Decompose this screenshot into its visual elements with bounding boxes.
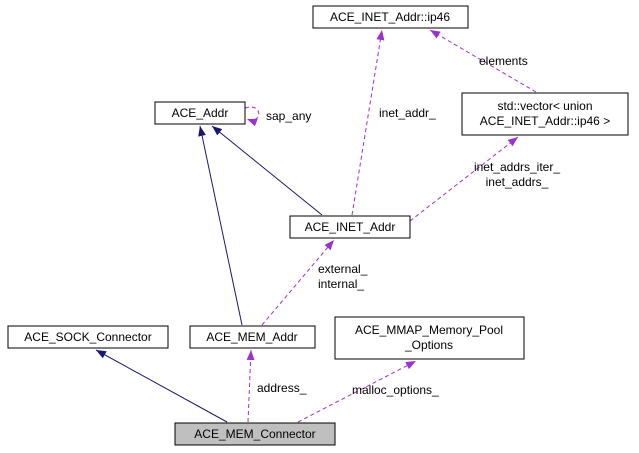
edge-label-external: external_ [318,262,368,276]
edge-label-malloc-options: malloc_options_ [352,383,439,397]
inheritance-edge-ace-mem-connector-to-ace-sock-connector [95,349,228,423]
node-label: ACE_MEM_Connector [194,427,315,441]
edge-label-address: address_ [257,381,307,395]
node-box [461,92,629,136]
node-ace-inet-addr-ip46[interactable]: ACE_INET_Addr::ip46 [312,5,469,29]
node-label: ACE_SOCK_Connector [24,330,151,344]
usage-edge-ace-mem-addr-to-ace-inet-addr [261,239,335,326]
usage-edge-ace-inet-addr-to-ip46 [351,29,385,216]
node-label: ACE_INET_Addr [305,220,396,234]
edge-label-inet-addr: inet_addr_ [379,106,436,120]
edge-label-elements: elements [479,54,528,68]
node-box [7,325,169,349]
node-label-line1: std::vector< union [497,99,592,113]
node-ace-inet-addr[interactable]: ACE_INET_Addr [289,215,411,239]
node-ace-mmap-memory-pool-options[interactable]: ACE_MMAP_Memory_Pool _Options [334,316,525,360]
node-ace-mem-addr[interactable]: ACE_MEM_Addr [189,325,316,349]
node-box [289,215,411,239]
edge-label-inet-addrs: inet_addrs_ [486,175,549,189]
usage-edge-ace-inet-addr-to-std-vector [409,136,519,222]
node-label: ACE_INET_Addr::ip46 [330,10,450,24]
node-box [174,422,336,446]
node-label: ACE_MEM_Addr [206,330,297,344]
edge-label-sap-any: sap_any [266,109,311,123]
inheritance-edge-ace-mem-addr-to-ace-addr [198,125,243,326]
node-ace-mem-connector: ACE_MEM_Connector [174,422,336,446]
node-label-line2: ACE_INET_Addr::ip46 > [480,114,610,128]
edge-label-internal: internal_ [318,277,364,291]
node-label: ACE_Addr [172,106,229,120]
edge-labels: sap_any inet_addr_ elements inet_addrs_i… [257,54,560,397]
nodes: ACE_INET_Addr::ip46 std::vector< union A… [7,5,629,446]
edge-label-inet-addrs-iter: inet_addrs_iter_ [474,160,560,174]
node-box [312,5,469,29]
node-label-line2: _Options [404,338,453,352]
edges [95,29,537,423]
node-box [189,325,316,349]
node-box [334,316,525,360]
node-label-line1: ACE_MMAP_Memory_Pool [355,323,503,337]
usage-edge-ace-mem-connector-to-ace-mem-addr [246,349,255,423]
node-ace-sock-connector[interactable]: ACE_SOCK_Connector [7,325,169,349]
node-box [154,101,246,125]
usage-edge-ace-mem-connector-to-mmap-options [297,360,417,423]
node-std-vector-ip46[interactable]: std::vector< union ACE_INET_Addr::ip46 > [461,92,629,136]
usage-edge-ace-addr-self-loop [244,106,260,127]
node-ace-addr[interactable]: ACE_Addr [154,101,246,125]
inheritance-edge-ace-inet-addr-to-ace-addr [211,125,323,216]
